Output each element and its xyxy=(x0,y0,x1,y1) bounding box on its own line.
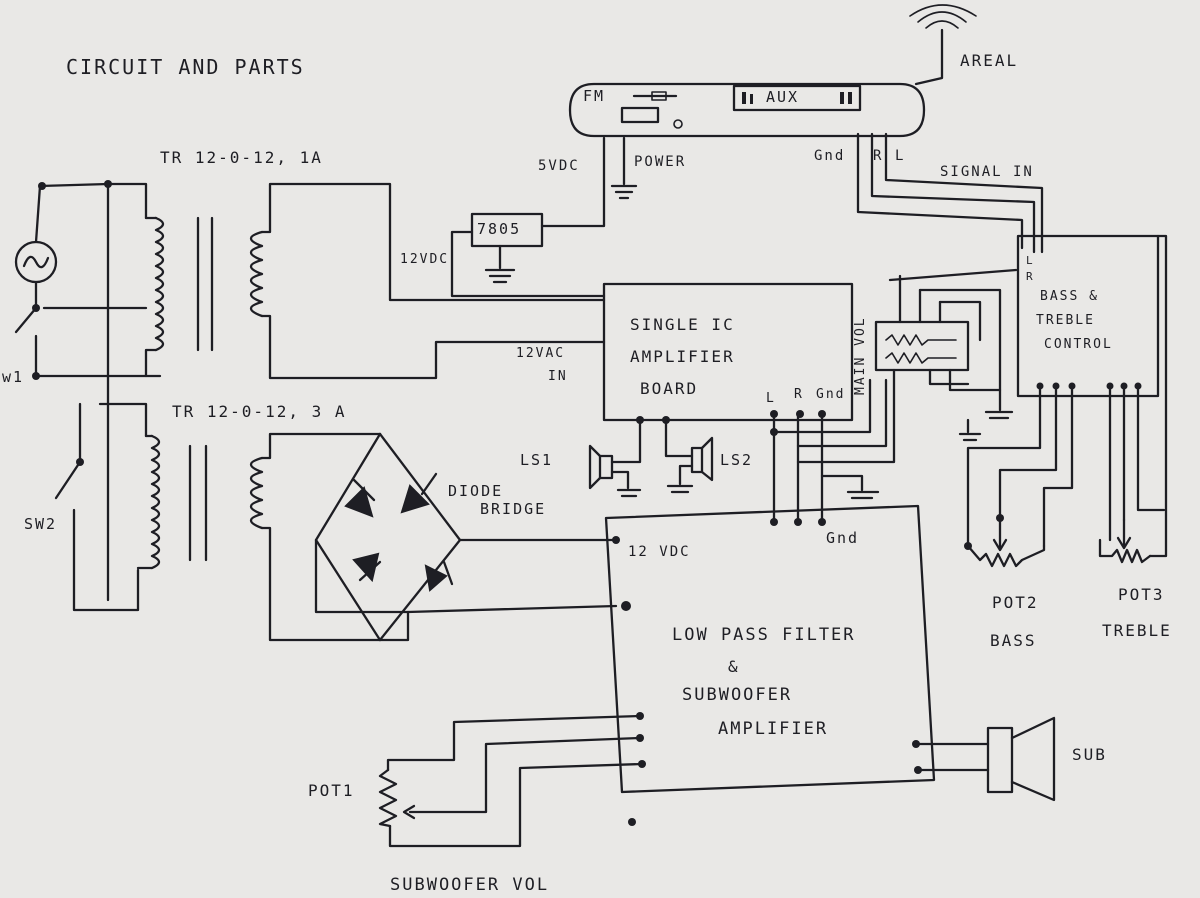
speaker-ls1 xyxy=(588,418,642,498)
subwoofer-speaker xyxy=(914,716,1056,802)
pot2-bass xyxy=(964,514,1046,568)
main-vol-label: MAIN VOL xyxy=(853,316,868,395)
amp-r-label: R xyxy=(794,387,804,402)
bass-treble-control xyxy=(958,234,1168,558)
subwoofer-vol-label: SUBWOOFER VOL xyxy=(390,875,549,895)
power-label: POWER xyxy=(634,154,686,170)
tone-control-line2: TREBLE xyxy=(1036,313,1095,328)
treble-label: TREBLE xyxy=(1102,621,1172,640)
speaker-ls2 xyxy=(664,418,714,494)
fm-signal-wiring xyxy=(856,132,1044,254)
amp-l-label: L xyxy=(766,391,776,406)
fm-aux-module xyxy=(568,82,926,138)
regulator-12vdc-label: 12VDC xyxy=(400,252,449,267)
mid-gnd-label: Gnd xyxy=(826,529,859,547)
diode-bridge-line2: BRIDGE xyxy=(480,500,546,518)
tone-control-l-label: L xyxy=(1026,254,1035,267)
12vac-label: 12VAC xyxy=(516,346,565,361)
ls1-label: LS1 xyxy=(520,451,553,469)
pot3-label: POT3 xyxy=(1118,585,1165,604)
regulator-label: 7805 xyxy=(477,220,521,238)
switch-2-label: SW2 xyxy=(24,515,57,533)
5vdc-label: 5VDC xyxy=(538,158,580,174)
fm-r-label: R xyxy=(873,148,883,164)
fm-label: FM xyxy=(583,87,605,105)
sub-label: SUB xyxy=(1072,745,1107,764)
diode-bridge-line1: DIODE xyxy=(448,482,503,500)
12vdc-label: 12 VDC xyxy=(628,544,691,560)
lpf-line2: & xyxy=(728,657,740,676)
regulator-7805 xyxy=(450,212,606,298)
pot1-label: POT1 xyxy=(308,781,355,800)
transformer-2 xyxy=(136,432,410,642)
lpf-line3: SUBWOOFER xyxy=(682,685,792,705)
switch-1-label: w1 xyxy=(2,368,24,386)
lpf-line4: AMPLIFIER xyxy=(718,719,828,739)
transformer-2-label: TR 12-0-12, 3 A xyxy=(172,402,347,421)
amplifier-board-line3: BOARD xyxy=(640,379,698,398)
aerial-antenna xyxy=(909,4,977,86)
tone-control-r-label: R xyxy=(1026,270,1035,283)
tone-control-line1: BASS & xyxy=(1040,289,1099,304)
diagram-title: CIRCUIT AND PARTS xyxy=(66,55,305,79)
ls2-label: LS2 xyxy=(720,451,753,469)
main-volume-pot xyxy=(874,268,1018,420)
amplifier-board-line2: AMPLIFIER xyxy=(630,347,735,366)
bass-label: BASS xyxy=(990,631,1037,650)
fm-l-label: L xyxy=(895,148,905,164)
transformer-1 xyxy=(144,182,606,380)
pot3-treble xyxy=(1098,518,1152,564)
transformer-1-label: TR 12-0-12, 1A xyxy=(160,148,323,167)
aerial-label: AREAL xyxy=(960,51,1018,70)
mains-wiring xyxy=(14,180,162,612)
lpf-line1: LOW PASS FILTER xyxy=(672,625,856,645)
fm-power-wiring xyxy=(540,136,638,228)
amplifier-board-line1: SINGLE IC xyxy=(630,315,735,334)
pot1-subwoofer-volume xyxy=(378,714,644,848)
ac-source xyxy=(14,240,58,284)
tone-control-line3: CONTROL xyxy=(1044,337,1113,352)
pot2-label: POT2 xyxy=(992,593,1039,612)
fm-gnd-label: Gnd xyxy=(814,148,845,164)
signal-in-label: SIGNAL IN xyxy=(940,164,1034,180)
aux-label: AUX xyxy=(766,88,799,106)
signal-bus xyxy=(770,368,896,526)
12vac-in-label: IN xyxy=(548,369,568,384)
diode-bridge xyxy=(314,432,631,642)
amp-gnd-label: Gnd xyxy=(816,387,845,402)
